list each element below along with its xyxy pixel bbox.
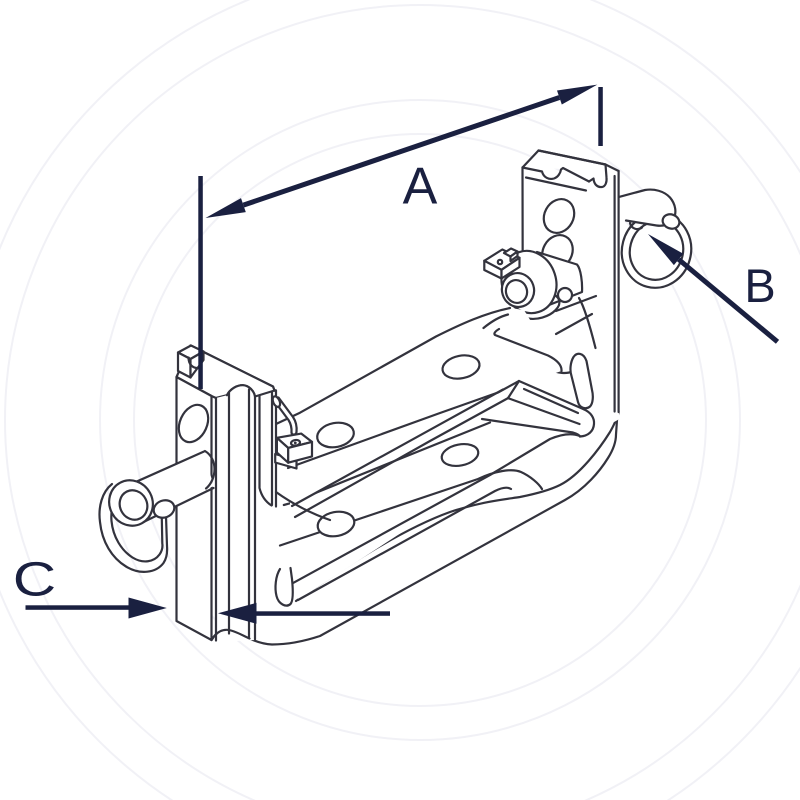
svg-text:B: B	[744, 259, 775, 312]
svg-text:C: C	[13, 552, 56, 606]
svg-text:A: A	[403, 158, 438, 216]
